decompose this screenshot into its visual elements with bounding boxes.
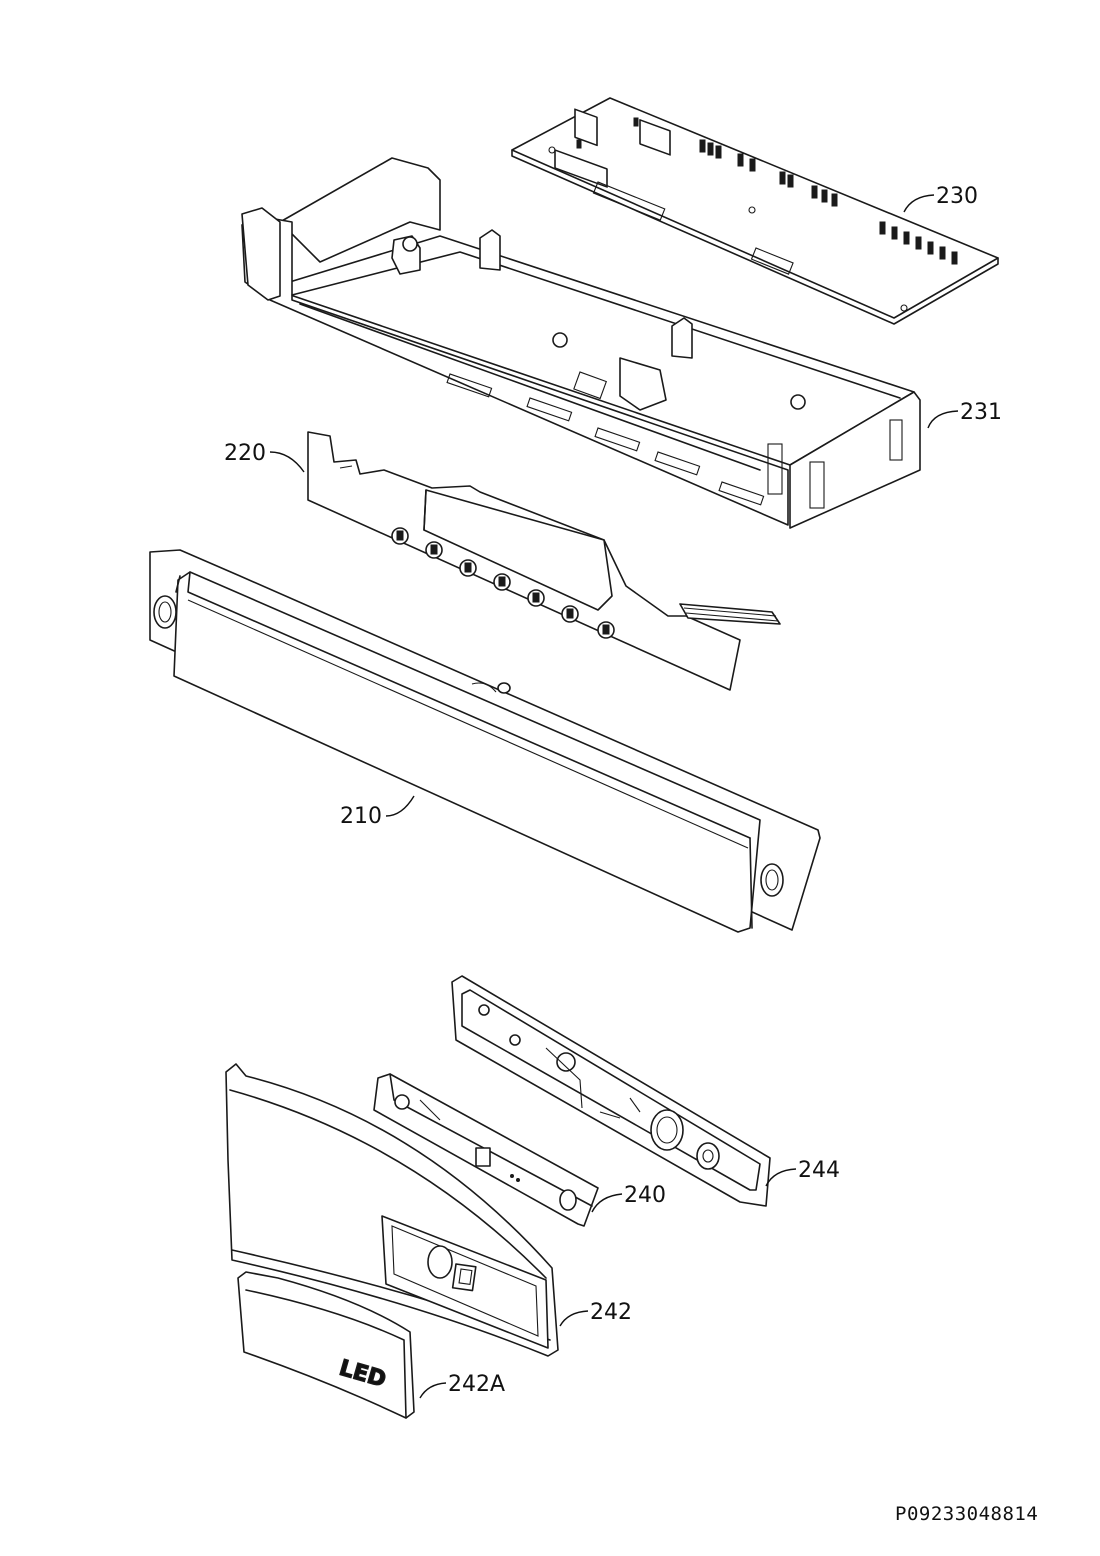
label-242a: 242A — [448, 1372, 505, 1397]
label-230: 230 — [936, 184, 978, 209]
drawing-number: P09233048814 — [895, 1503, 1039, 1525]
label-244: 244 — [798, 1158, 840, 1183]
label-240: 240 — [624, 1183, 666, 1208]
part-210-front-panel — [149, 549, 821, 933]
part-231-housing-tray — [241, 157, 921, 529]
leader-231 — [927, 410, 959, 429]
part-242-cover — [225, 1063, 559, 1357]
leader-242 — [559, 1310, 589, 1327]
leader-244 — [765, 1168, 797, 1187]
part-240-led-board — [373, 1073, 599, 1227]
part-220-button-pcb — [307, 431, 781, 691]
label-220: 220 — [224, 441, 266, 466]
label-210: 210 — [340, 804, 382, 829]
leader-242a — [419, 1382, 447, 1399]
callouts: 230 231 220 210 244 240 242 242A — [224, 184, 1002, 1399]
tact-switch-row — [391, 527, 615, 639]
leader-230 — [903, 194, 935, 213]
label-242: 242 — [590, 1300, 632, 1325]
part-242a-led-badge: LED — [237, 1271, 415, 1419]
label-231: 231 — [960, 400, 1002, 425]
part-230-pcb-board — [511, 97, 999, 325]
part-244-light-housing — [451, 975, 771, 1207]
leader-240 — [591, 1193, 623, 1213]
leader-210 — [385, 795, 415, 817]
leader-220 — [269, 451, 305, 473]
